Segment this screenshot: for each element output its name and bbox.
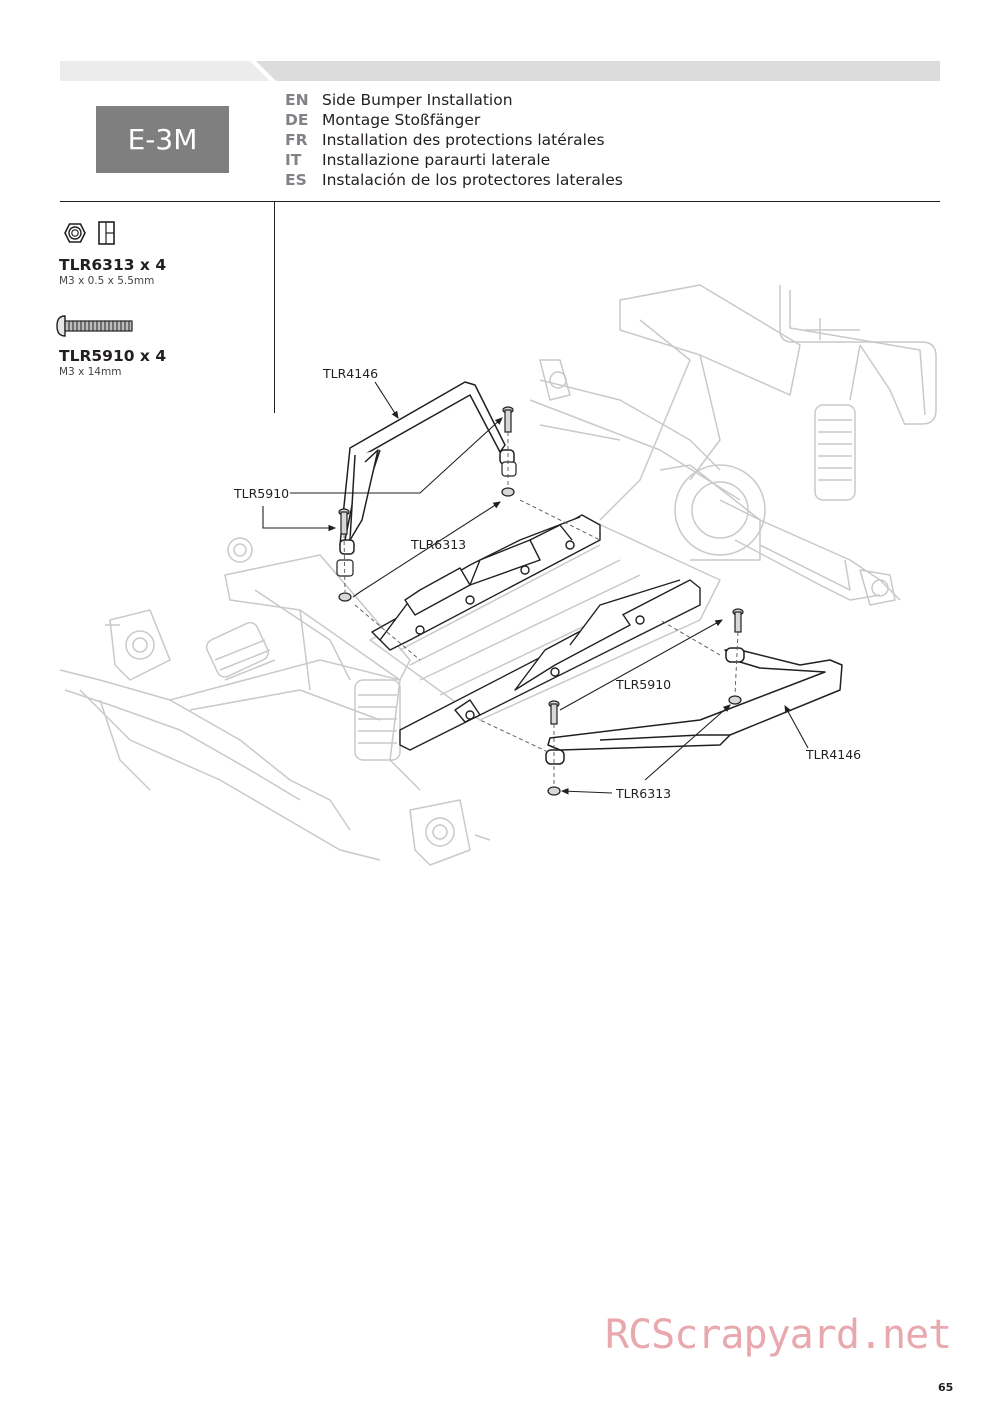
title-row-it: IT Installazione paraurti laterale [285,150,623,170]
title-row-de: DE Montage Stoßfänger [285,110,623,130]
assembly-guide-lines [343,432,739,786]
part-size: M3 x 14mm [59,366,122,378]
part-entry-screw: TLR5910 x 4 M3 x 14mm [59,347,166,379]
parts-divider [274,201,275,413]
header-divider [60,201,940,202]
watermark: RCScrapyard.net [605,1312,952,1358]
part-size: M3 x 0.5 x 5.5mm [59,275,155,287]
language-code: ES [285,171,307,189]
header-bar [60,61,940,81]
title-text: Instalación de los protectores laterales [322,171,623,189]
side-rail [371,514,601,651]
side-bumper-left [339,381,515,555]
title-row-es: ES Instalación de los protectores lateral… [285,170,623,190]
assembly-diagram [59,284,937,866]
page-number: 65 [938,1381,954,1394]
title-text: Montage Stoßfänger [322,111,481,129]
title-text: Side Bumper Installation [322,91,513,109]
step-label: E-3M [96,106,229,173]
locknut-icon [64,221,115,245]
language-code: FR [285,131,308,149]
screw-hardware [336,406,744,796]
step-titles: EN Side Bumper Installation DE Montage Sto… [285,90,623,190]
button-head-screw-icon [56,315,133,337]
title-row-en: EN Side Bumper Installation [285,90,623,110]
title-row-fr: FR Installation des protections latérales [285,130,623,150]
callout-bumper-right: TLR4146 [806,747,862,762]
part-code: TLR5910 x 4 [59,347,167,365]
language-code: DE [285,111,309,129]
callout-screw-right: TLR5910 [616,677,672,692]
side-bumper-right [545,647,843,765]
title-text: Installazione paraurti laterale [322,151,551,169]
callout-nut-right: TLR6313 [616,786,672,801]
part-entry-nut: TLR6313 x 4 M3 x 0.5 x 5.5mm [59,256,166,288]
callout-leaders [262,381,809,795]
callout-screw-left: TLR5910 [234,486,290,501]
callout-nut-left: TLR6313 [411,537,467,552]
callout-bumper-left: TLR4146 [323,366,379,381]
title-text: Installation des protections latérales [322,131,605,149]
side-rail [399,579,701,751]
part-code: TLR6313 x 4 [59,256,167,274]
language-code: IT [285,151,302,169]
language-code: EN [285,91,309,109]
